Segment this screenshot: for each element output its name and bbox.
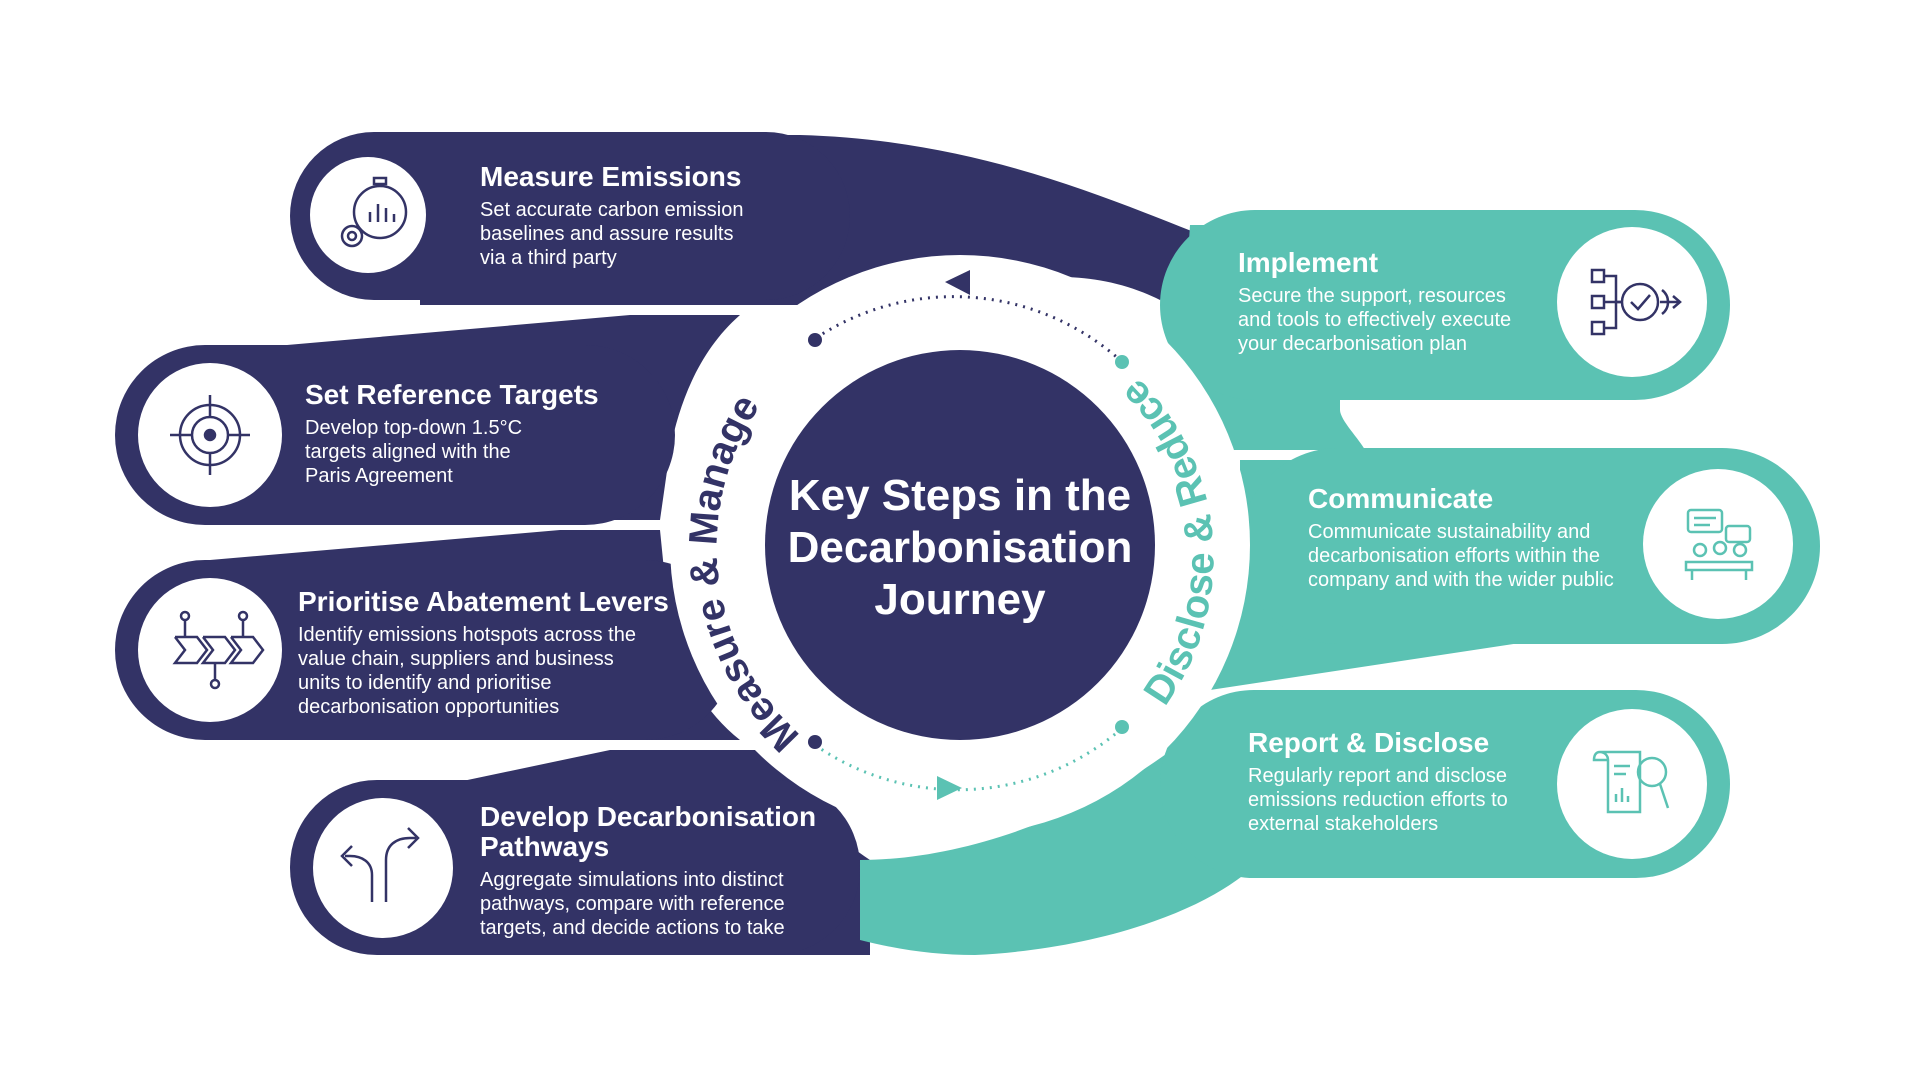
- card-desc-line: pathways, compare with reference: [480, 893, 785, 915]
- card-desc-line: Paris Agreement: [305, 465, 453, 487]
- target-crosshair-icon: [170, 395, 250, 475]
- icon-circle-communicate: [1643, 469, 1793, 619]
- card-desc-line: units to identify and prioritise: [298, 672, 552, 694]
- card-desc-line: targets aligned with the: [305, 441, 511, 463]
- card-desc-line: decarbonisation efforts within the: [1308, 545, 1601, 567]
- report-magnifier-icon: [1592, 750, 1670, 814]
- stopwatch-gear-icon: [340, 176, 408, 248]
- card-measure-emissions: Measure Emissions Set accurate carbon em…: [480, 162, 840, 270]
- card-desc-line: Identify emissions hotspots across the: [298, 624, 636, 646]
- card-desc-line: Communicate sustainability and: [1308, 521, 1591, 543]
- dotted-arc-top: [815, 295, 1121, 362]
- card-desc-line: value chain, suppliers and business: [298, 648, 614, 670]
- card-develop-pathways: Develop Decarbonisation Pathways Aggrega…: [480, 802, 860, 940]
- card-title: Communicate: [1308, 483, 1494, 514]
- arc-dot-top-right: [1115, 355, 1129, 369]
- workflow-check-icon: [1590, 268, 1682, 336]
- card-title: Report & Disclose: [1248, 727, 1490, 758]
- split-arrows-icon: [340, 827, 420, 902]
- card-set-reference-targets: Set Reference Targets Develop top-down 1…: [305, 380, 665, 488]
- center-disk: [765, 350, 1155, 740]
- chevron-process-icon: [172, 610, 265, 690]
- icon-circle-prioritise: [138, 578, 282, 722]
- card-desc-line: via a third party: [480, 247, 617, 269]
- card-desc-line: Develop top-down 1.5°C: [305, 417, 523, 439]
- card-desc-line: Set accurate carbon emission: [480, 199, 744, 221]
- card-prioritise-abatement-levers: Prioritise Abatement Levers Identify emi…: [298, 587, 738, 719]
- pill-measure-emissions: [290, 132, 850, 300]
- center-title: Key Steps in the Decarbonisation Journey: [760, 470, 1160, 626]
- center-title-line: Decarbonisation: [787, 523, 1133, 572]
- card-title-line: Develop Decarbonisation: [480, 801, 817, 832]
- card-desc-line: your decarbonisation plan: [1238, 333, 1468, 355]
- card-desc-line: emissions reduction efforts to: [1248, 789, 1508, 811]
- icon-circle-pathways: [313, 798, 453, 938]
- arrow-bottom-right-icon: [937, 776, 962, 800]
- center-title-line: Journey: [874, 575, 1046, 624]
- card-desc-line: and tools to effectively execute: [1238, 309, 1512, 331]
- card-desc-line: company and with the wider public: [1308, 569, 1614, 591]
- meeting-chat-icon: [1684, 508, 1754, 580]
- arc-dot-top-left: [808, 333, 822, 347]
- arc-dot-bottom-left: [808, 735, 822, 749]
- card-title-line: Pathways: [480, 831, 610, 862]
- card-communicate: Communicate Communicate sustainability a…: [1308, 484, 1648, 592]
- card-report-disclose: Report & Disclose Regularly report and d…: [1248, 728, 1568, 836]
- card-title: Measure Emissions: [480, 161, 742, 192]
- card-desc-line: targets, and decide actions to take: [480, 917, 785, 939]
- card-desc-line: external stakeholders: [1248, 813, 1439, 835]
- card-implement: Implement Secure the support, resources …: [1238, 248, 1568, 356]
- card-title: Prioritise Abatement Levers: [298, 586, 669, 617]
- card-desc-line: Aggregate simulations into distinct: [480, 869, 784, 891]
- arrow-top-left-icon: [945, 270, 970, 295]
- card-title: Implement: [1238, 247, 1379, 278]
- pill-prioritise-abatement: [115, 560, 735, 740]
- card-desc-line: Regularly report and disclose: [1248, 765, 1508, 787]
- card-desc-line: baselines and assure results: [480, 223, 734, 245]
- center-title-line: Key Steps in the: [788, 471, 1132, 520]
- card-desc-line: Secure the support, resources: [1238, 285, 1506, 307]
- icon-circle-measure: [310, 157, 426, 273]
- arc-dot-bottom-right: [1115, 720, 1129, 734]
- icon-circle-report: [1557, 709, 1707, 859]
- card-desc-line: decarbonisation opportunities: [298, 696, 560, 718]
- card-title: Set Reference Targets: [305, 379, 599, 410]
